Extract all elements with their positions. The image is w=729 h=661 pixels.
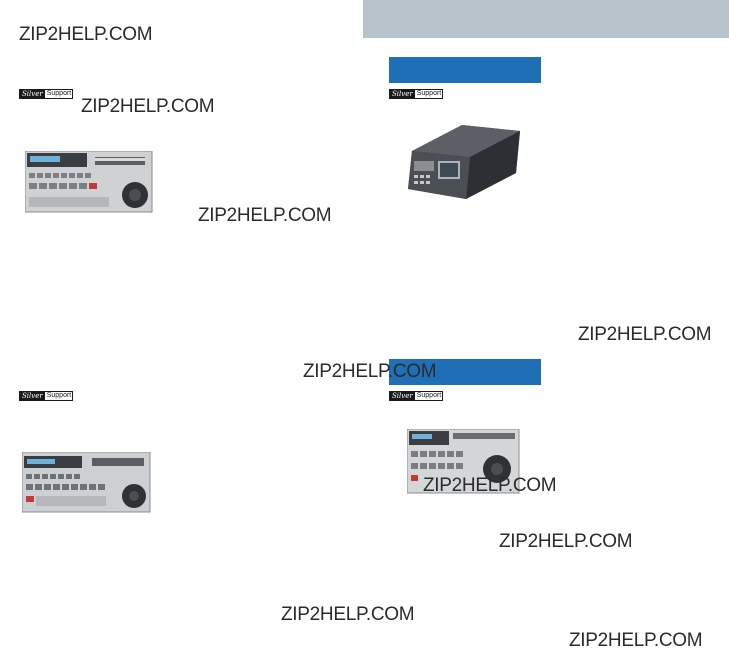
section-bar-bottom <box>389 359 541 385</box>
header-band <box>363 0 729 38</box>
watermark-text: ZIP2HELP.COM <box>569 630 703 651</box>
vtr-deck-image <box>22 452 151 513</box>
portable-recorder-image <box>408 125 520 199</box>
vtr-deck-image <box>25 151 153 213</box>
section-bar-top <box>389 57 541 83</box>
watermark-text: ZIP2HELP.COM <box>303 361 437 382</box>
vtr-deck-image <box>407 429 520 494</box>
watermark-text: ZIP2HELP.COM <box>423 475 557 496</box>
watermark-text: ZIP2HELP.COM <box>281 604 415 625</box>
watermark-text: ZIP2HELP.COM <box>198 205 332 226</box>
watermark-text: ZIP2HELP.COM <box>81 96 215 117</box>
watermark-text: ZIP2HELP.COM <box>578 324 712 345</box>
watermark-text: ZIP2HELP.COM <box>19 24 153 45</box>
watermark-text: ZIP2HELP.COM <box>499 531 633 552</box>
